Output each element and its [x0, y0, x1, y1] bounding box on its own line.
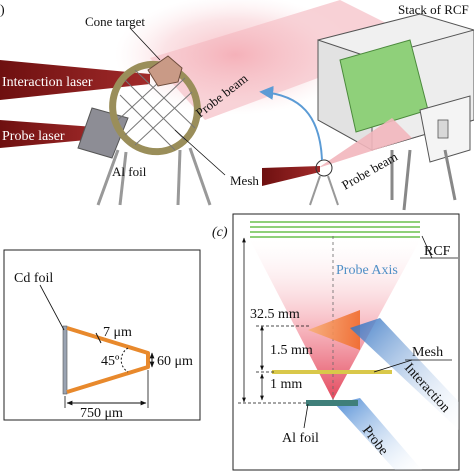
mesh-label-c: Mesh [412, 345, 443, 360]
stack-of-rcf-label: Stack of RCF [398, 2, 469, 17]
probe-laser-beam [0, 120, 108, 148]
interaction-laser-beam [0, 60, 150, 100]
interaction-laser-label: Interaction laser [2, 75, 93, 90]
al-foil-label-c: Al foil [282, 431, 319, 446]
cone-target [147, 55, 183, 87]
distance-markers [238, 237, 310, 404]
cone-profile-trace [66, 326, 150, 394]
length-label: 750 μm [80, 406, 123, 421]
probe-beam-c [335, 398, 422, 470]
cone-target-label: Cone target [85, 14, 145, 29]
mesh-ring [109, 60, 201, 156]
rcf-stack-block [317, 13, 474, 211]
probe-beam-lower [318, 118, 412, 168]
cd-foil-bar [62, 325, 68, 395]
mesh-target-circle [315, 159, 333, 177]
support-rods-a [96, 147, 212, 206]
cone-target-c [308, 310, 360, 350]
panel-c: (c) RCF Probe Axis 32.5 mm 1.5 mm 1 mm M… [212, 213, 460, 471]
transition-arrow [259, 85, 323, 161]
panel-a: ) Cone target Stack of RCF Interaction l… [0, 0, 474, 211]
tip-width-label: 60 μm [157, 354, 193, 369]
mesh-label-a: Mesh [230, 173, 259, 188]
interaction-beam-c [350, 318, 459, 430]
rcf-label: RCF [424, 244, 451, 259]
al-foil-c [306, 400, 358, 406]
panel-b: Cd foil 7 μm 45º 60 μm 750 μm [3, 249, 201, 421]
probe-laser-label: Probe laser [2, 129, 65, 144]
thickness-label: 7 μm [103, 325, 132, 340]
dist-total-label: 32.5 mm [250, 307, 300, 322]
probe-axis-label: Probe Axis [336, 263, 398, 278]
dist-mid-label: 1.5 mm [270, 343, 313, 358]
panel-a-label: ) [0, 3, 5, 18]
panel-c-label: (c) [212, 225, 228, 240]
small-laser-beam [262, 166, 320, 186]
dist-low-label: 1 mm [270, 377, 302, 392]
angle-label: 45º [101, 354, 120, 369]
panel-b-frame [3, 249, 201, 421]
cd-foil-label: Cd foil [14, 271, 53, 286]
rcf-film-stack-c [250, 221, 420, 238]
al-foil-label-a: Al foil [112, 164, 147, 179]
